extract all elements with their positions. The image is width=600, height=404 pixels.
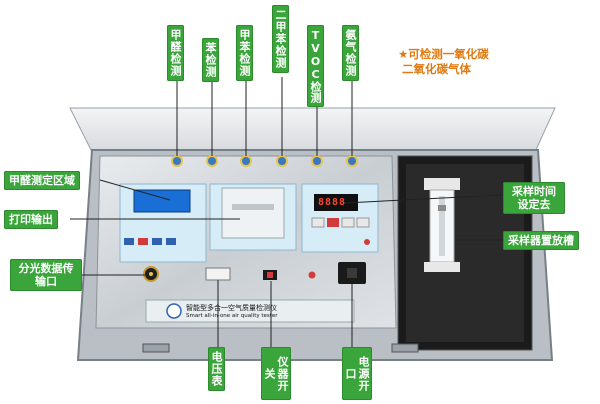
- note-line-2: 二氧化碳气体: [402, 62, 471, 76]
- label-formaldehyde-zone: 甲醛测定区域: [4, 171, 80, 190]
- device-name-en: Smart all-in-one air quality tester: [186, 313, 278, 319]
- label-print-output: 打印输出: [4, 210, 58, 229]
- label-formaldehyde-test: 甲醛检测: [167, 25, 184, 81]
- label-voltmeter: 电压表: [208, 347, 225, 391]
- flowmeter-cap: [424, 178, 460, 190]
- printer-body: [221, 187, 285, 239]
- label-tvoc-test: TVOC检测: [307, 25, 324, 107]
- timer-key[interactable]: [311, 217, 325, 228]
- label-toluene-test: 甲苯检测: [236, 25, 253, 81]
- label-instrument-switch: 仪器开关: [261, 347, 291, 400]
- indicator-lamp: [364, 239, 370, 245]
- printer-slot: [232, 204, 274, 210]
- detection-note: ★可检测一氧化碳 二氧化碳气体: [398, 47, 489, 77]
- label-ammonia-test: 氨气检测: [342, 25, 359, 81]
- timer-key[interactable]: [341, 217, 355, 228]
- flowmeter-float: [438, 205, 446, 211]
- device-name-cn: 智能型多合一空气质量检测仪: [186, 304, 277, 312]
- timer-key[interactable]: [356, 217, 370, 228]
- label-sampler-slot: 采样器置放槽: [503, 231, 579, 250]
- panel-key[interactable]: [166, 238, 176, 245]
- formaldehyde-lcd: [133, 189, 191, 213]
- brand-logo: [166, 303, 182, 319]
- case-lid: [69, 107, 556, 153]
- power-led: [308, 271, 316, 279]
- case-latch[interactable]: [391, 343, 419, 353]
- label-power-switch: 电源开口: [342, 347, 372, 400]
- panel-key[interactable]: [124, 238, 134, 245]
- panel-key[interactable]: [138, 238, 148, 245]
- label-spectro-port: 分光数据传输口: [10, 259, 82, 291]
- label-sampling-time: 采样时间设定去: [503, 182, 565, 214]
- sensor-ports: [171, 155, 358, 167]
- voltmeter-display: [205, 267, 231, 281]
- timer-readout: 8888: [318, 197, 347, 208]
- nameplate: [145, 299, 355, 323]
- timer-lcd: [314, 194, 358, 211]
- panel-key[interactable]: [152, 238, 162, 245]
- leader-lines: [70, 77, 503, 347]
- label-xylene-test: 二甲苯检测: [272, 5, 289, 73]
- label-benzene-test: 苯检测: [202, 38, 219, 82]
- timer-key[interactable]: [327, 218, 339, 227]
- note-line-1: ★可检测一氧化碳: [398, 47, 489, 61]
- case-latch[interactable]: [142, 343, 170, 353]
